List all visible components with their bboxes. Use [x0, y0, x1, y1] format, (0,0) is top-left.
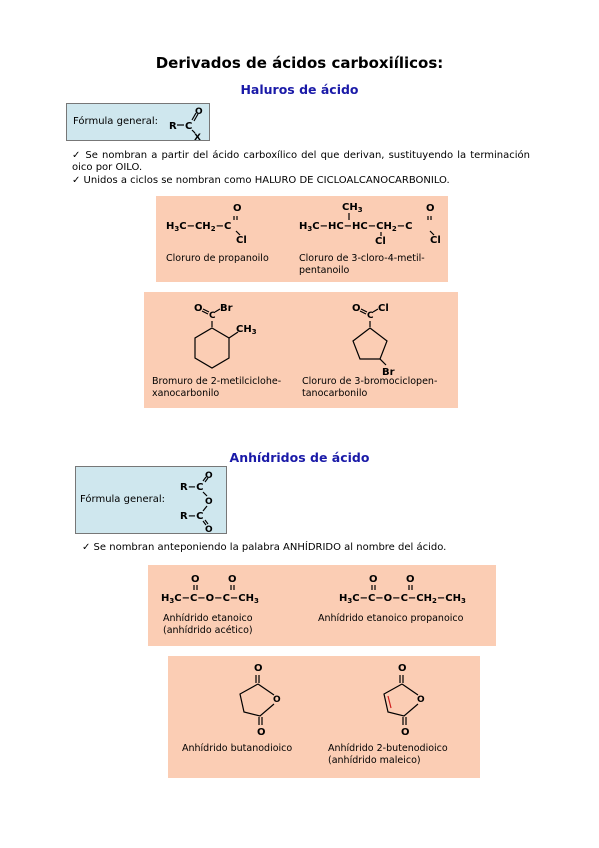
- general-formula-box-anhidridos: Fórmula general: O R−C O R−C O: [75, 466, 227, 535]
- svg-text:O: O: [398, 663, 407, 674]
- svg-text:R−C: R−C: [180, 482, 203, 493]
- svg-text:O: O: [369, 574, 378, 585]
- svg-text:O: O: [417, 695, 425, 705]
- formula-label: Fórmula general:: [73, 116, 158, 127]
- svg-text:H3C−C−O−C−CH2−CH3: H3C−C−O−C−CH2−CH3: [339, 593, 466, 605]
- svg-text:O: O: [194, 303, 203, 314]
- chloro-methylpentanoyl-chloride-structure: CH3 H3C−HC−HC−CH2−C Cl O Cl: [299, 202, 441, 247]
- svg-text:O: O: [191, 574, 200, 585]
- propanoyl-chloride-structure: H3C−CH2−C O Cl: [166, 203, 247, 246]
- example-name: Anhídrido butanodioico: [182, 743, 293, 754]
- svg-text:O: O: [406, 574, 415, 585]
- svg-text:R: R: [169, 121, 177, 132]
- svg-text:X: X: [194, 133, 201, 142]
- svg-text:CH3: CH3: [236, 324, 257, 336]
- svg-text:Cl: Cl: [375, 236, 386, 247]
- svg-text:O: O: [205, 497, 213, 507]
- general-formula-box-haluros: Fórmula general: R C O X: [66, 103, 210, 142]
- formula-label: Fórmula general:: [80, 494, 165, 505]
- bromocyclopentanecarbonyl-chloride-structure: O C Cl Br: [352, 303, 395, 376]
- bullet-haluros-2: ✓ Unidos a ciclos se nombran como HALURO…: [72, 175, 450, 186]
- svg-text:O: O: [205, 525, 213, 535]
- svg-text:O: O: [257, 727, 266, 738]
- svg-text:C: C: [209, 311, 216, 321]
- svg-text:C: C: [367, 311, 374, 321]
- svg-text:R−C: R−C: [180, 511, 203, 522]
- svg-text:O: O: [233, 203, 242, 214]
- svg-text:H3C−HC−HC−CH2−C: H3C−HC−HC−CH2−C: [299, 221, 412, 233]
- maleic-anhydride-structure: O O O: [383, 663, 425, 738]
- anhydride-open-chain-structures: O O H3C−C−O−C−CH3 O O H3C−C−O−C−CH2−CH3: [161, 574, 466, 605]
- section-heading-anhidridos: Anhídridos de ácido: [229, 450, 370, 465]
- example-panel-anhidridos-2: O O O O O O Anhídrido butanodioico Anhíd…: [168, 656, 480, 778]
- example-name: Anhídrido etanoico propanoico: [318, 613, 464, 624]
- svg-text:O: O: [228, 574, 237, 585]
- methylcyclohexanecarbonyl-bromide-structure: O C Br CH3: [194, 303, 257, 369]
- svg-text:Br: Br: [220, 303, 233, 314]
- example-panel-anhidridos-1: O O H3C−C−O−C−CH3 O O H3C−C−O−C−CH2−CH3 …: [148, 565, 496, 646]
- svg-text:H3C−C−O−C−CH3: H3C−C−O−C−CH3: [161, 593, 259, 605]
- svg-text:O: O: [352, 303, 361, 314]
- example-panel-haluros-2: O C Br CH3 O C Cl Br Bromuro de 2-metilc…: [144, 292, 458, 408]
- svg-text:Br: Br: [382, 367, 395, 376]
- svg-text:O: O: [254, 663, 263, 674]
- svg-text:O: O: [426, 203, 435, 214]
- succinic-anhydride-structure: O O O: [239, 663, 281, 738]
- example-name: Bromuro de 2-metilciclohe- xanocarbonilo: [152, 376, 282, 399]
- svg-text:Cl: Cl: [378, 303, 389, 314]
- svg-text:Cl: Cl: [236, 235, 247, 246]
- svg-text:O: O: [205, 471, 213, 481]
- bullet-haluros-1: ✓ Se nombran a partir del ácido carboxíl…: [72, 150, 530, 173]
- example-panel-haluros-1: H3C−CH2−C O Cl CH3 H3C−HC−HC−CH2−C Cl O …: [156, 196, 448, 282]
- svg-text:O: O: [195, 107, 203, 117]
- svg-text:O: O: [273, 695, 281, 705]
- example-name: Anhídrido 2-butenodioico (anhídrido male…: [328, 743, 448, 766]
- example-name: Cloruro de 3-bromociclopen- tanocarbonil…: [302, 376, 438, 399]
- svg-text:Cl: Cl: [430, 235, 441, 246]
- example-name: Anhídrido etanoico (anhídrido acético): [163, 613, 253, 636]
- example-name: Cloruro de propanoilo: [166, 253, 269, 264]
- example-name: Cloruro de 3-cloro-4-metil- pentanoilo: [299, 253, 425, 276]
- bullet-anhidridos-1: ✓ Se nombran anteponiendo la palabra ANH…: [82, 542, 447, 553]
- svg-text:O: O: [401, 727, 410, 738]
- section-heading-haluros: Haluros de ácido: [240, 82, 359, 97]
- page-title: Derivados de ácidos carboxiílicos:: [155, 54, 444, 72]
- acyl-halide-general-structure: R C O X: [169, 107, 203, 142]
- svg-text:C: C: [185, 121, 192, 132]
- svg-text:CH3: CH3: [342, 202, 363, 214]
- anhydride-general-structure: O R−C O R−C O: [180, 471, 213, 535]
- svg-text:H3C−CH2−C: H3C−CH2−C: [166, 221, 231, 233]
